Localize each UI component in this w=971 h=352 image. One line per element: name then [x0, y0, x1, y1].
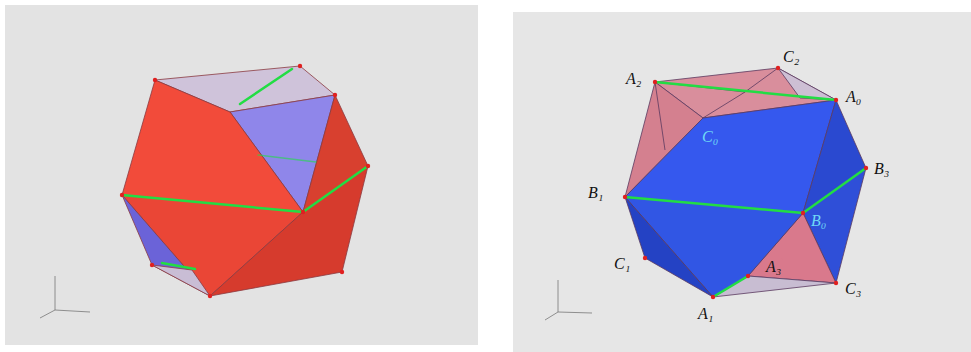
face: [122, 195, 210, 296]
axes-icon: [40, 276, 90, 318]
green-line: [713, 276, 748, 297]
green-line: [162, 263, 195, 269]
vertex-label: A₃: [764, 258, 783, 276]
green-line: [803, 168, 866, 213]
green-line: [122, 195, 303, 212]
right-green-lines: [625, 82, 866, 297]
face: [152, 265, 210, 296]
vertex-label: C₁: [614, 255, 630, 273]
vertex-label: B₁: [588, 184, 603, 202]
face: [210, 166, 368, 296]
vertex-label: A₀: [846, 88, 861, 106]
green-line: [240, 69, 292, 104]
vertex-label: C₂: [783, 48, 799, 66]
vertex-label: A₂: [626, 70, 641, 88]
vertex-label: C₃: [845, 280, 861, 298]
right-vertices: [623, 66, 868, 299]
left-green-lines: [122, 69, 368, 269]
face: [625, 197, 803, 297]
edge: [745, 68, 778, 92]
right-panel: [513, 12, 971, 352]
left-polyhedron: [122, 66, 368, 296]
axes-icon: [545, 280, 592, 320]
green-line: [303, 166, 368, 212]
green-line: [625, 197, 803, 213]
green-line: [655, 82, 836, 100]
left-vertices: [120, 64, 370, 298]
vertex-label: C₀: [702, 128, 718, 146]
face: [122, 80, 303, 212]
face: [625, 100, 836, 213]
vertex-label: B₃: [874, 160, 889, 178]
left-panel: [5, 5, 478, 345]
edge: [655, 82, 665, 150]
vertex-label: B₀: [811, 212, 826, 230]
right-polyhedron: [625, 68, 866, 297]
face: [625, 197, 713, 297]
vertex-label: A₁: [698, 305, 713, 323]
green-line: [258, 155, 316, 162]
